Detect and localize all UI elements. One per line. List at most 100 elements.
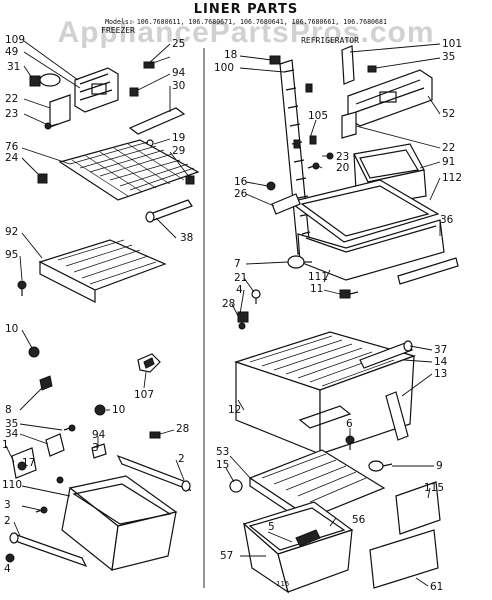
callout-105: 105 [308,110,328,122]
callout-22r: 22 [442,142,455,154]
models-line: Models: 106.7680611, 106.7680671, 106.76… [105,18,387,26]
callout-101: 101 [442,38,462,50]
part-support-29 [185,175,195,185]
callout-17: 17 [22,457,35,469]
callout-16: 16 [234,176,248,188]
section-refrigerator-label: REFRIGERATOR [301,36,359,45]
callout-11: 11 [310,283,323,295]
part-6 [345,435,355,450]
callout-111: 111 [308,271,328,283]
part-control-107 [137,353,161,373]
callout-9: 9 [436,460,443,472]
callout-20: 20 [336,162,349,174]
callout-52: 52 [442,108,455,120]
callout-12: 12 [228,404,241,416]
callout-34: 34 [5,428,19,440]
callout-109: 109 [5,34,25,46]
part-screw-95 [17,280,27,296]
callout-95: 95 [5,249,18,261]
callout-2b: 2 [4,515,11,527]
part-rod-37 [359,340,413,369]
part-screw-35 [63,424,76,432]
part-16 [266,181,276,191]
callout-25: 25 [172,38,185,50]
callout-8: 8 [5,404,12,416]
part-screw-23 [44,122,59,130]
callout-3b: 3 [4,499,11,511]
callout-labels: 109 49 31 25 94 30 22 23 19 29 76 24 38 … [2,34,462,593]
part-crisper-12 [234,331,416,455]
callout-37: 37 [434,344,447,356]
callout-56: 56 [352,514,366,526]
part-bracket-22 [49,94,71,128]
part-cover-52 [347,69,433,127]
callout-13: 13 [434,368,447,380]
callout-4r: 4 [236,284,243,296]
part-rail-bottom-2 [9,532,88,568]
callout-28: 28 [176,423,189,435]
callout-2: 2 [178,453,185,465]
callout-15: 15 [216,459,229,471]
callout-94: 94 [172,67,186,79]
part-freezer-pan-110 [61,475,178,572]
part-support-24 [37,173,48,184]
part-trim-26 [271,193,301,215]
callout-31: 31 [7,61,20,73]
callout-61: 61 [430,581,443,593]
part-bracket-22b [341,111,357,139]
callout-112: 112 [442,172,462,184]
callout-4: 4 [4,563,11,575]
part-bin-91 [353,143,427,208]
part-8 [39,375,53,391]
part-15 [229,479,243,493]
callout-6: 6 [346,418,353,430]
part-4b [238,322,246,330]
callout-18: 18 [224,49,237,61]
callout-49: 49 [5,46,18,58]
freezer-parts [5,61,200,572]
part-ice-shelf-92 [38,239,167,303]
part-screw-3 [35,506,48,514]
callout-1: 1 [2,439,9,451]
callout-10b: 10 [112,404,125,416]
callout-23: 23 [5,108,18,120]
callout-28r: 28 [222,298,235,310]
part-bracket-101 [341,45,377,85]
callout-110: 110 [2,479,22,491]
callout-19: 19 [172,132,185,144]
part-clip-105 [293,83,317,149]
part-light-socket [29,73,61,87]
callout-38: 38 [180,232,193,244]
part-shelf-bracket-upper [74,67,119,113]
callout-36: 36 [440,214,454,226]
callout-91: 91 [442,156,455,168]
callout-26: 26 [234,188,248,200]
part-trim-bar-36 [397,257,459,285]
part-rail-right [116,454,192,492]
callout-3: 3 [92,442,99,454]
part-28b [237,311,249,323]
callout-10a: 10 [5,323,18,335]
watermark: AppliancePartsPros.com [57,16,434,49]
part-vertical-rail-100 [269,55,311,255]
section-freezer-label: FREEZER [101,26,135,35]
diagram-title: LINER PARTS [194,2,298,17]
callout-5: 5 [268,521,275,533]
callout-29: 29 [172,145,185,157]
part-trim-38 [145,199,193,223]
callout-35: 35 [5,418,18,430]
callout-94b: 94 [92,429,106,441]
callout-100: 100 [214,62,234,74]
part-slide-13 [385,391,409,441]
footer-code: 115 [276,580,289,588]
part-screw-2a [56,476,64,484]
callout-76: 76 [5,141,19,153]
part-wire-shelf-76 [58,139,200,201]
callout-24: 24 [5,152,19,164]
refrigerator-parts [229,45,459,594]
callout-53: 53 [216,446,229,458]
part-4 [5,553,15,563]
callout-35r: 35 [442,51,455,63]
part-21 [251,289,261,304]
leader-lines [5,40,441,587]
